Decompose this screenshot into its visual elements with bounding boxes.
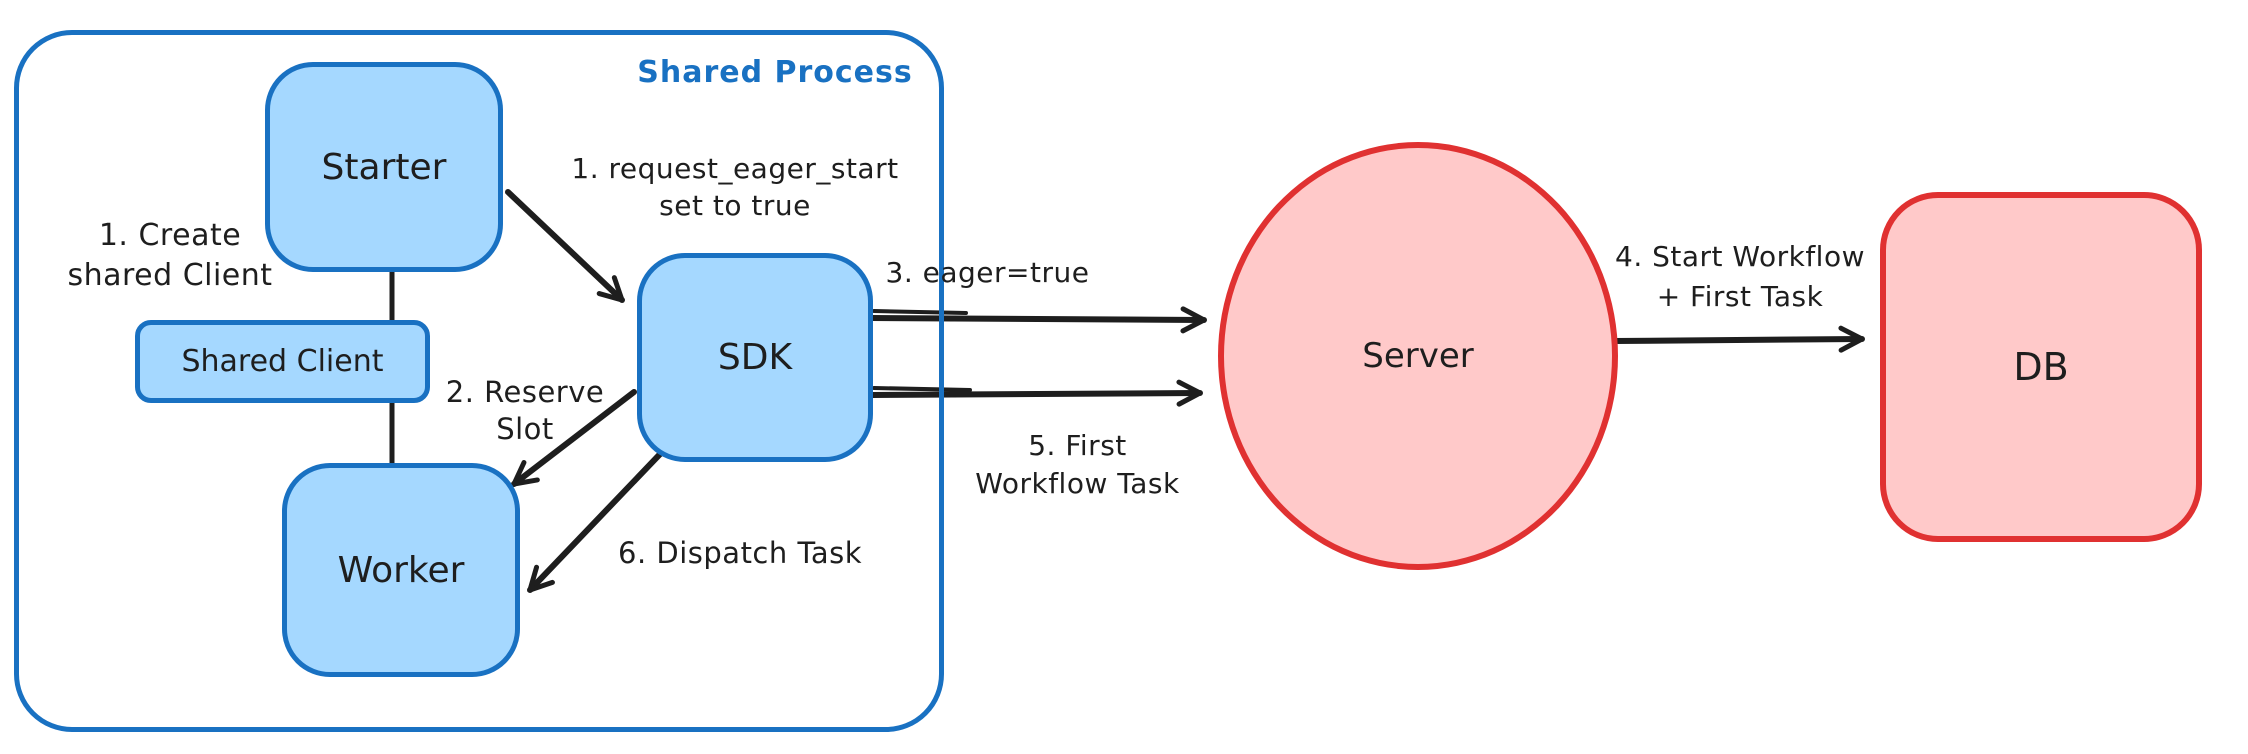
node-server-label: Server xyxy=(1362,336,1474,376)
node-server: Server xyxy=(1218,142,1618,570)
arrow-sdk-to-server-first-wft xyxy=(869,379,1203,407)
node-shared-client: Shared Client xyxy=(135,320,430,403)
node-db: DB xyxy=(1880,192,2202,542)
annotation-reserve-slot: 2. Reserve Slot xyxy=(425,374,625,448)
annotation-line: 4. Start Workflow xyxy=(1615,240,1865,273)
annotation-dispatch-task: 6. Dispatch Task xyxy=(618,534,918,572)
arrow-sdk-to-server-first-wft-overdraw xyxy=(872,386,972,392)
annotation-line: Slot xyxy=(496,412,554,446)
arrow-sdk-to-worker-dispatch xyxy=(527,449,665,593)
node-worker: Worker xyxy=(282,463,520,677)
shared-process-container xyxy=(14,30,944,732)
arrow-server-to-db xyxy=(1611,325,1865,353)
annotation-eager-true: 3. eager=true xyxy=(860,254,1115,292)
node-starter-label: Starter xyxy=(321,146,447,188)
node-shared-client-label: Shared Client xyxy=(181,344,384,379)
node-sdk-label: SDK xyxy=(717,337,793,378)
annotation-line: 1. request_eager_start xyxy=(571,152,899,185)
annotation-line: 2. Reserve xyxy=(445,375,605,409)
annotation-request-eager-start: 1. request_eager_start set to true xyxy=(525,150,945,224)
annotation-line: Workflow Task xyxy=(975,467,1180,500)
node-worker-label: Worker xyxy=(337,549,465,591)
annotation-line: 1. Create xyxy=(98,218,242,253)
arrow-sdk-to-server-eager xyxy=(869,306,1207,334)
annotation-first-workflow-task: 5. First Workflow Task xyxy=(945,427,1210,503)
shared-process-label: Shared Process xyxy=(637,55,913,90)
node-db-label: DB xyxy=(2013,345,2069,389)
node-sdk: SDK xyxy=(637,253,873,462)
node-starter: Starter xyxy=(265,62,503,272)
annotation-line: 3. eager=true xyxy=(885,256,1090,289)
arrow-sdk-to-worker-reserve xyxy=(511,389,637,487)
annotation-start-workflow: 4. Start Workflow + First Task xyxy=(1595,237,1885,317)
annotation-line: shared Client xyxy=(67,258,273,293)
annotation-create-shared-client: 1. Create shared Client xyxy=(30,216,310,296)
annotation-line: 6. Dispatch Task xyxy=(618,536,863,570)
arrow-starter-to-sdk xyxy=(505,189,625,303)
annotation-line: + First Task xyxy=(1656,280,1824,313)
arrow-sdk-to-server-eager-overdraw xyxy=(872,309,968,315)
annotation-line: 5. First xyxy=(1028,429,1127,462)
annotation-line: set to true xyxy=(659,189,811,222)
